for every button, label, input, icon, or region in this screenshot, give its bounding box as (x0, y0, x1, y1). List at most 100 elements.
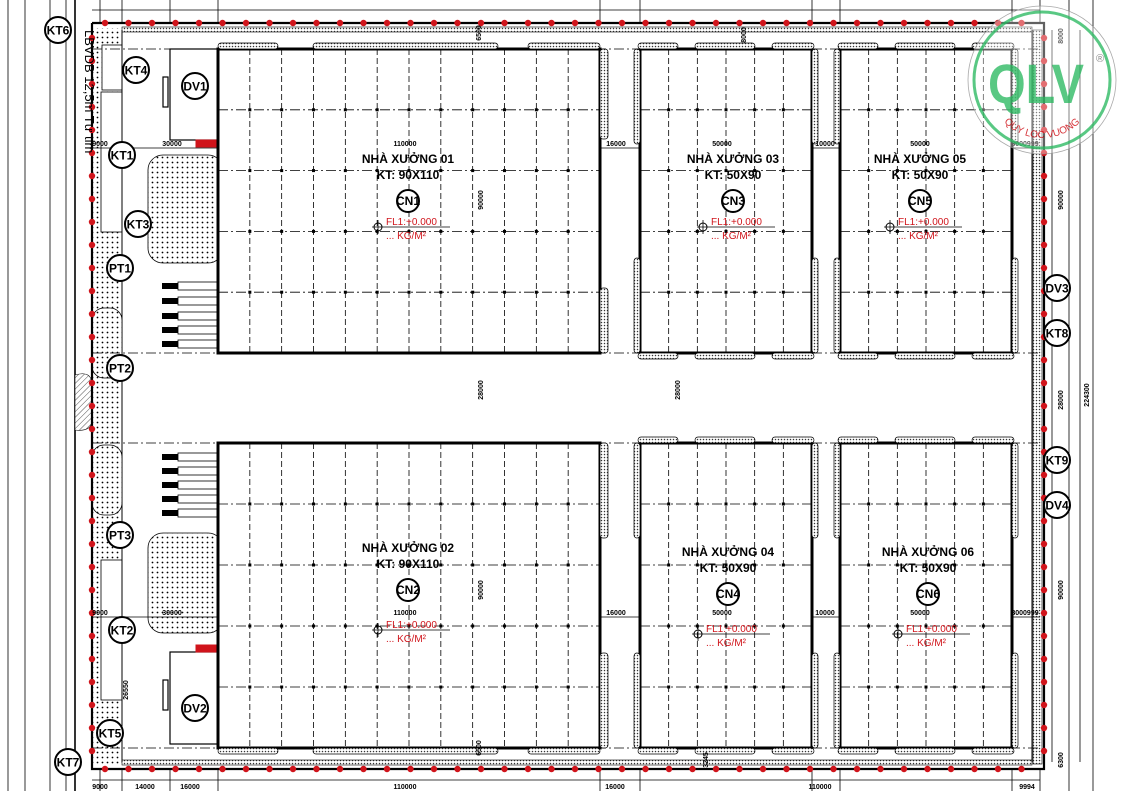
column-marker (781, 229, 785, 233)
column-marker (953, 169, 957, 173)
building-code-circle (908, 189, 932, 213)
column-marker (724, 563, 728, 567)
boundary-post (88, 80, 96, 88)
marker-dv4: DV4 (1043, 491, 1071, 519)
marker-pt1: PT1 (106, 254, 134, 282)
floor-load: ... KG/M² (898, 231, 939, 242)
boundary-post (548, 765, 555, 773)
wall-strip (811, 652, 819, 749)
wall-strip (837, 436, 879, 444)
boundary-post (148, 765, 156, 773)
marker-kt8: KT8 (1043, 319, 1071, 347)
boundary-post (88, 149, 96, 157)
column-marker (598, 229, 602, 233)
door-icon (162, 76, 169, 108)
floor-load: ... KG/M² (706, 638, 747, 649)
boundary-post (1040, 356, 1048, 364)
wall-strip (833, 652, 841, 749)
column-marker (953, 290, 957, 294)
marker-circle (96, 719, 124, 747)
column-marker (895, 624, 899, 628)
column-marker (1010, 169, 1014, 173)
column-marker (598, 746, 602, 750)
building-code-circle (396, 578, 420, 602)
loading-dock (177, 281, 219, 291)
boundary-post (712, 19, 720, 27)
loading-dock (177, 325, 219, 335)
column-marker (598, 47, 602, 51)
column-marker (312, 290, 315, 294)
column-marker (981, 502, 985, 506)
boundary-post (1040, 402, 1048, 410)
column-marker (895, 685, 899, 689)
marker-kt1: KT1 (108, 141, 136, 169)
building-name: NHÀ XƯỞNG 06 (882, 544, 975, 559)
marker-dv3: DV3 (1043, 274, 1071, 302)
building-size: KT: 50X90 (892, 168, 949, 182)
column-marker (343, 502, 347, 506)
column-marker (280, 351, 284, 355)
column-marker (667, 563, 671, 567)
dimension-total: 224300 (1084, 383, 1091, 406)
column-marker (667, 169, 671, 173)
boundary-post (1040, 471, 1048, 479)
column-marker (343, 441, 347, 445)
column-marker (695, 229, 699, 233)
parking-area (147, 532, 224, 634)
wall-strip (837, 352, 879, 360)
column-marker (953, 563, 957, 567)
boundary-post (853, 765, 861, 773)
column-marker (439, 441, 443, 445)
column-marker (471, 563, 475, 567)
loading-dock (177, 494, 219, 504)
wall-strip (312, 42, 499, 50)
wall-strip (811, 442, 819, 539)
boundary-post (1040, 264, 1048, 272)
column-marker (638, 624, 642, 628)
column-marker (667, 108, 671, 112)
dimension-lower: 9000 (92, 610, 108, 617)
wall-strip (694, 436, 756, 444)
marker-label: PT3 (109, 529, 131, 543)
column-marker (695, 169, 699, 173)
column-marker (407, 169, 411, 173)
boundary-post (1040, 517, 1048, 525)
boundary-post (289, 765, 297, 773)
boundary-post (1040, 241, 1048, 249)
column-marker (280, 502, 284, 506)
column-marker (867, 169, 871, 173)
boundary-post (971, 765, 978, 773)
boundary-post (900, 765, 908, 773)
wall-strip (971, 747, 1015, 755)
column-marker (216, 563, 220, 567)
boundary-post (88, 586, 96, 594)
column-marker (439, 624, 443, 628)
boundary-post (548, 19, 555, 27)
wall-strip (1011, 442, 1019, 539)
dimension-right: 90000 (1058, 190, 1065, 210)
loading-dock-icon (162, 313, 178, 319)
boundary-post (383, 765, 391, 773)
boundary-post (1040, 540, 1048, 548)
boundary-post (125, 765, 132, 773)
wall-strip (771, 42, 815, 50)
column-marker (695, 563, 699, 567)
wall-strip (837, 42, 879, 50)
wall-strip (833, 48, 841, 145)
building-code: CN1 (396, 194, 420, 208)
column-marker (280, 624, 284, 628)
column-marker (471, 351, 475, 355)
column-marker (343, 685, 347, 689)
registered-mark: ® (1096, 53, 1104, 65)
loading-dock-icon (162, 454, 178, 460)
marker-circle (1043, 446, 1071, 474)
boundary-post (219, 19, 226, 27)
loading-dock (177, 339, 219, 349)
column-marker (695, 685, 699, 689)
wall-strip (694, 42, 756, 50)
wall-strip (527, 42, 601, 50)
column-marker (439, 229, 443, 233)
column-marker (280, 47, 284, 51)
